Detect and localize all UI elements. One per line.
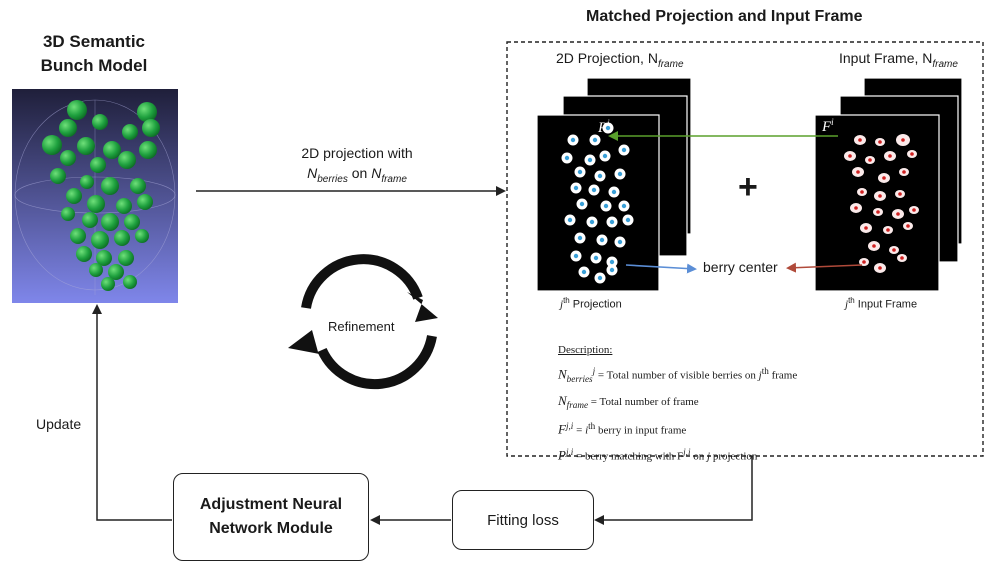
model-title: 3D Semantic Bunch Model [14,30,174,78]
description-line-4: Pj,i = berry matching with Fj,i on jth p… [558,446,758,463]
description-line-3: Fj,i = ith berry in input frame [558,421,687,437]
model-berries [42,100,160,291]
matched-title: Matched Projection and Input Frame [586,8,863,25]
input-caption: jth Input Frame [845,296,918,311]
model-title-line1: 3D Semantic [42,32,146,51]
input-header: Input Frame, Nframe [839,50,958,70]
berry-center-arrow-blue [625,263,697,274]
projection-berries [561,122,634,284]
refinement-cycle-icon [288,254,438,390]
adjustment-line1: Adjustment Neural [199,496,343,513]
adjustment-line2: Network Module [209,520,333,537]
loss-flow-line [594,456,753,525]
fitting-loss-label: Fitting loss [487,511,559,529]
description-line-1: Nberriesj = Total number of visible berr… [558,366,798,384]
description-block: Description: Nberriesj = Total number of… [558,340,797,467]
matched-frame-container [506,41,984,457]
update-label: Update [36,416,82,432]
projection-label-line2: Nberries on Nframe [307,165,407,185]
input-frame-stack [814,77,963,292]
input-berries [844,134,919,273]
description-heading: Description: [558,344,613,356]
projection-arrow-label: 2D projection with Nberries on Nframe [282,143,432,190]
berry-center-label: berry center [703,259,778,275]
bunch-model-image [12,89,178,303]
refinement-label: Refinement [328,319,395,334]
f-label: Fi [822,117,834,135]
adjustment-module-box: Adjustment Neural Network Module [173,473,369,561]
berry-center-arrow-red [786,262,863,273]
plus-sign: + [738,168,758,206]
update-arrow [92,304,172,521]
projection-header: 2D Projection, Nframe [556,50,684,70]
projection-caption: jth Projection [560,296,622,311]
projection-label-line1: 2D projection with [301,145,413,161]
projection-frame-stack [536,77,692,292]
model-title-line2: Bunch Model [40,56,148,75]
fitting-loss-box: Fitting loss [452,490,594,550]
description-line-2: Nframe = Total number of frame [558,392,699,411]
p-label: Pi [598,118,610,136]
